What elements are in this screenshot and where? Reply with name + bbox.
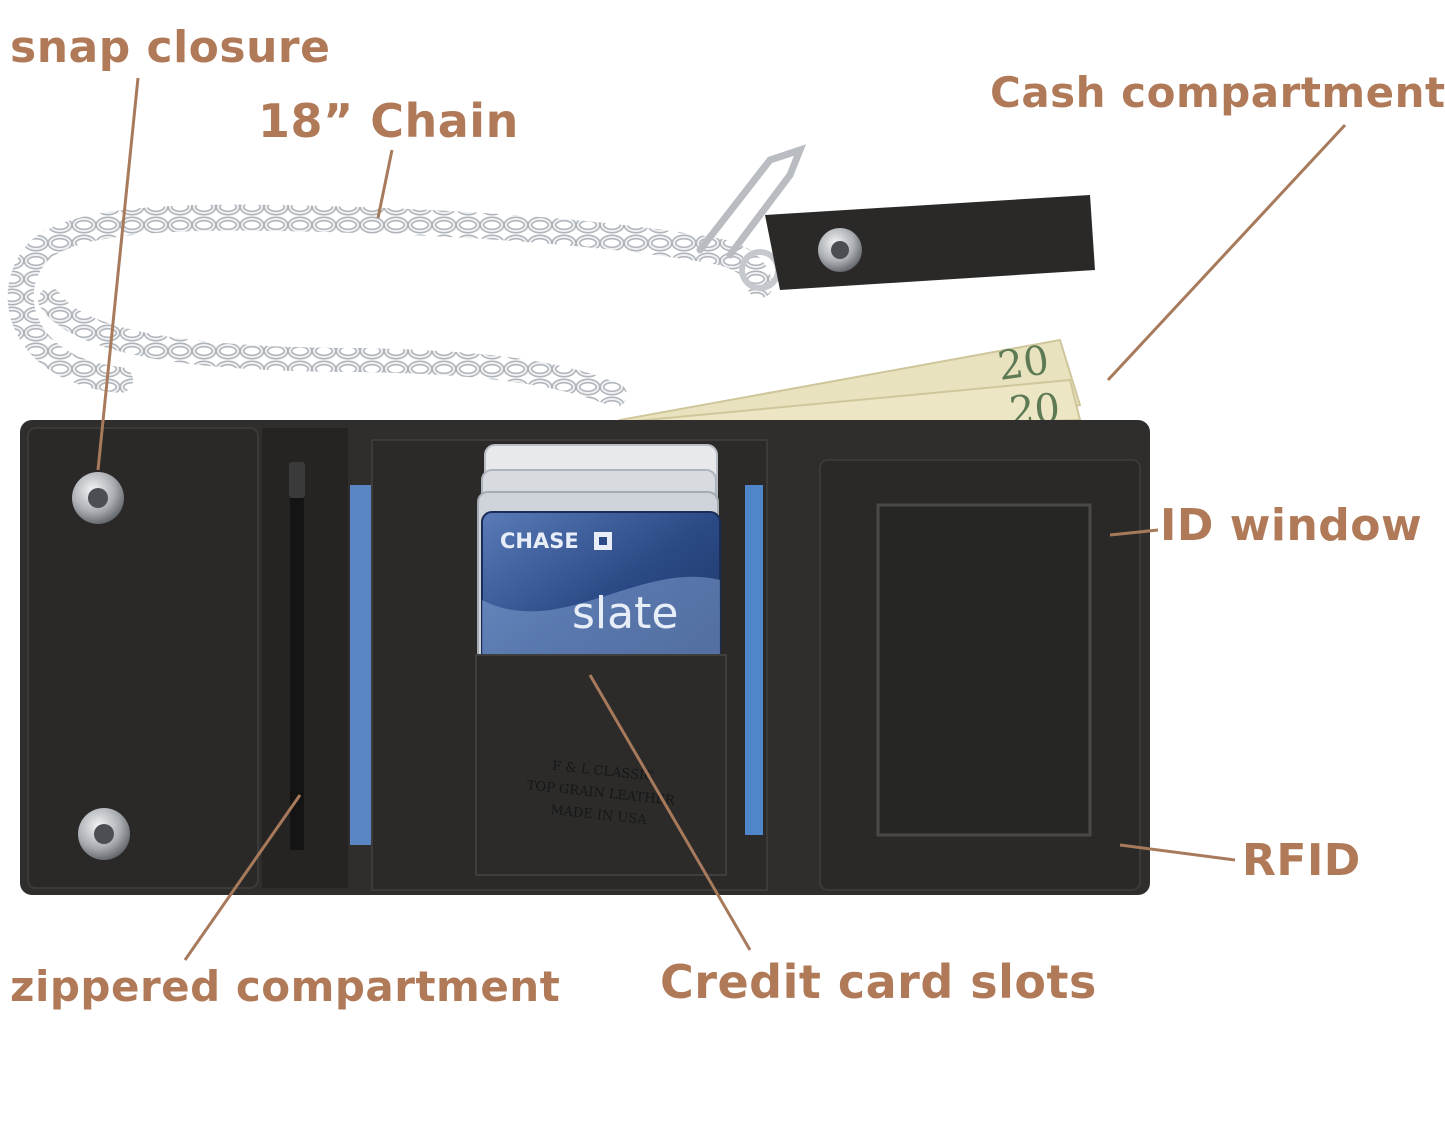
callout-snap-closure: snap closure — [10, 22, 331, 73]
chain — [7, 144, 807, 407]
credit-cards: CHASE slate — [475, 444, 727, 876]
leather-strap — [765, 195, 1095, 290]
callout-rfid: RFID — [1242, 835, 1361, 886]
callout-cash-compartment: Cash compartment — [990, 68, 1445, 117]
callout-id-window: ID window — [1160, 500, 1423, 551]
callout-credit-card-slots: Credit card slots — [660, 955, 1097, 1009]
callout-zippered-compartment: zippered compartment — [10, 962, 561, 1011]
card-bank-name: CHASE — [500, 529, 579, 553]
card-product-name: slate — [572, 588, 678, 639]
snap-buttons — [72, 472, 130, 860]
callout-leader-lines — [96, 77, 1347, 961]
callout-chain: 18” Chain — [258, 94, 519, 148]
banknote-denomination: 20 — [995, 337, 1052, 390]
